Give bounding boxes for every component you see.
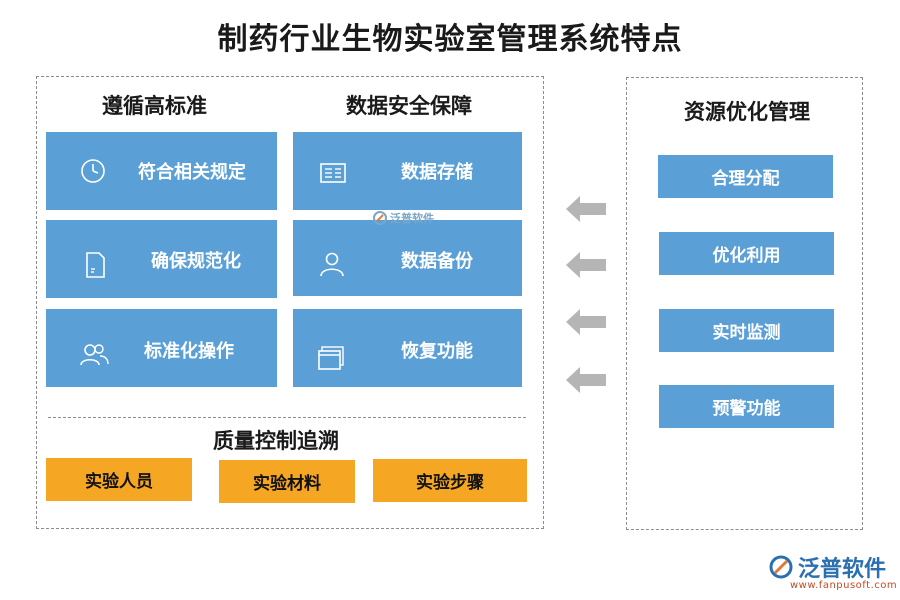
clock-icon xyxy=(81,159,105,183)
user-icon xyxy=(320,252,344,277)
quality-item-steps: 实验步骤 xyxy=(373,459,527,502)
security-box-storage: 数据存储 xyxy=(293,132,522,210)
resource-heading: 资源优化管理 xyxy=(684,99,810,124)
standard-box-normalize: 确保规范化 xyxy=(46,220,277,298)
resource-item-monitoring: 实时监测 xyxy=(659,309,834,352)
security-label-storage: 数据存储 xyxy=(401,162,473,183)
standard-label-normalize: 确保规范化 xyxy=(151,251,241,272)
quality-item-personnel: 实验人员 xyxy=(46,458,192,501)
arrow-left-icon xyxy=(566,196,606,222)
security-heading: 数据安全保障 xyxy=(346,93,472,118)
footer-url: www.fanpusoft.com xyxy=(790,580,898,591)
arrow-left-icon xyxy=(566,309,606,335)
resource-item-allocation: 合理分配 xyxy=(658,155,833,198)
users-icon xyxy=(80,344,109,366)
resource-item-utilization: 优化利用 xyxy=(659,232,834,275)
standards-heading: 遵循高标准 xyxy=(102,93,207,118)
window-icon xyxy=(318,346,344,370)
footer-logo: 泛普软件 www.fanpusoft.com xyxy=(768,551,898,595)
standard-box-operation: 标准化操作 xyxy=(46,309,277,387)
standard-box-compliance: 符合相关规定 xyxy=(46,132,277,210)
standard-label-compliance: 符合相关规定 xyxy=(138,162,246,183)
document-icon xyxy=(86,252,105,278)
quality-heading: 质量控制追溯 xyxy=(213,428,339,453)
right-panel xyxy=(626,77,863,530)
watermark: 泛普软件 xyxy=(372,210,434,226)
resource-item-warning: 预警功能 xyxy=(659,385,834,428)
security-box-recovery: 恢复功能 xyxy=(293,309,522,387)
security-box-backup: 数据备份 xyxy=(293,220,522,296)
section-divider xyxy=(48,417,526,418)
security-label-backup: 数据备份 xyxy=(401,251,473,272)
arrow-left-icon xyxy=(566,367,606,393)
watermark-text: 泛普软件 xyxy=(390,212,434,225)
storage-icon xyxy=(320,163,346,183)
page-title: 制药行业生物实验室管理系统特点 xyxy=(217,22,683,57)
security-label-recovery: 恢复功能 xyxy=(401,341,473,362)
quality-item-materials: 实验材料 xyxy=(219,460,355,503)
footer-brand: 泛普软件 xyxy=(798,557,887,582)
watermark-logo-icon xyxy=(373,211,387,225)
brand-logo-icon xyxy=(769,555,793,579)
standard-label-operation: 标准化操作 xyxy=(144,341,234,362)
arrow-left-icon xyxy=(566,252,606,278)
